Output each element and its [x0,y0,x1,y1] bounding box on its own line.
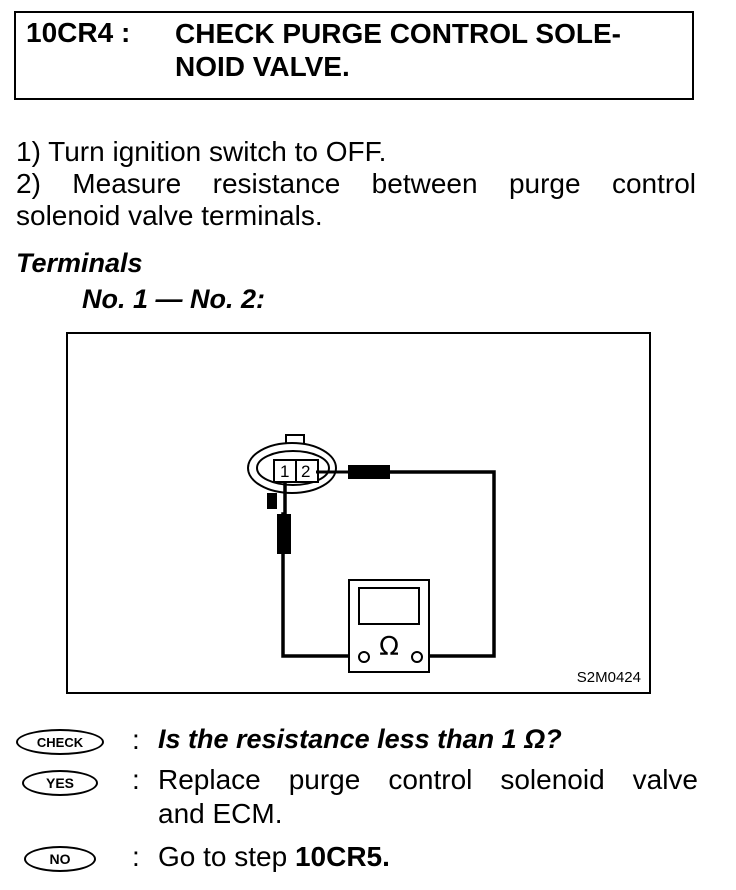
test-lead-icon [277,465,496,658]
instruction-step-2-line-2: solenoid valve terminals. [16,200,323,231]
connector-icon [247,434,337,509]
ohmmeter-icon [348,579,430,673]
check-colon: : [132,724,140,755]
connector-pin-1: 1 [280,462,289,481]
no-action-prefix: Go to step [158,841,295,872]
instruction-step-1: 1) Turn ignition switch to OFF. [16,136,387,167]
yes-action-line-1: Replace purge control solenoid valve [158,764,698,795]
no-action: Go to step 10CR5. [158,841,390,873]
yes-colon: : [132,764,140,795]
step-title-line-2: NOID VALVE. [175,51,350,82]
step-title: CHECK PURGE CONTROL SOLE- NOID VALVE. [175,17,687,83]
instruction-step-2-line-1: 2) Measure resistance between purge cont… [16,168,696,199]
step-code: 10CR4 : [26,17,131,48]
no-badge: NO [24,846,96,872]
next-step-link[interactable]: 10CR5. [294,841,390,872]
terminals-heading: Terminals [16,248,143,278]
no-colon: : [132,841,140,872]
figure-code: S2M0424 [576,669,641,686]
check-question: Is the resistance less than 1 Ω? [158,724,562,754]
ohm-symbol: Ω [379,632,399,662]
step-title-line-1: CHECK PURGE CONTROL SOLE- [175,18,621,49]
connector-pin-2: 2 [301,462,310,481]
wiring-figure: 1 2 Ω S2M0424 [66,332,651,694]
yes-action-line-2: and ECM. [158,798,283,829]
step-header-box [14,11,694,100]
yes-badge: YES [22,770,98,796]
terminal-pair: No. 1 — No. 2: [82,284,266,314]
check-badge: CHECK [16,729,104,755]
measurement-diagram: 1 2 Ω [247,434,496,673]
